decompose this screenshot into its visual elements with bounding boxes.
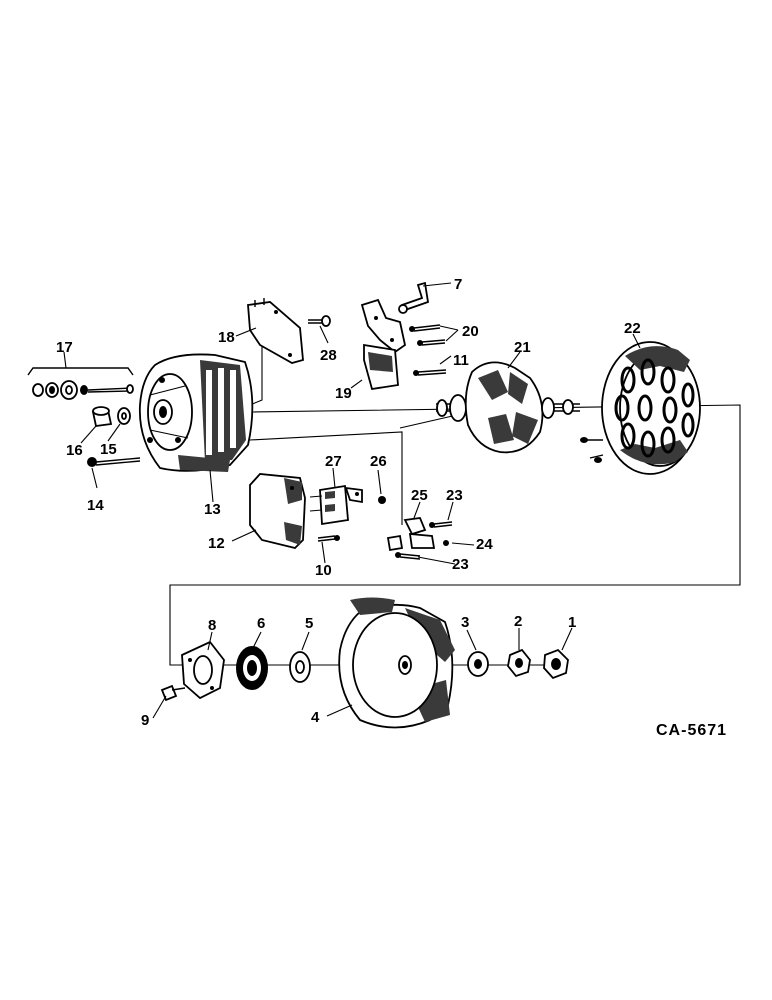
part-20-screws: [409, 324, 446, 346]
part-12-rectifier-housing: [249, 473, 306, 549]
callout-9: 9: [141, 712, 149, 729]
part-26-nut: [378, 496, 386, 504]
part-13-slip-ring-end-frame: [138, 353, 254, 472]
callout-23b: 23: [452, 556, 469, 573]
callout-15: 15: [100, 441, 117, 458]
part-19-regulator-housing: [360, 298, 407, 391]
callout-13: 13: [204, 501, 221, 518]
callout-28: 28: [320, 347, 337, 364]
callout-27: 27: [325, 453, 342, 470]
part-8-retainer-plate: [181, 640, 225, 700]
part-14-through-bolt: [87, 457, 141, 467]
part-10-fastener: [317, 535, 340, 542]
part-2-washer: [507, 648, 531, 678]
callout-12: 12: [208, 535, 225, 552]
callout-21: 21: [514, 339, 531, 356]
callout-3: 3: [461, 614, 469, 631]
callout-24: 24: [476, 536, 493, 553]
callout-19: 19: [335, 385, 352, 402]
part-27-diode-trio: [309, 484, 363, 526]
callout-20: 20: [462, 323, 479, 340]
part-17-terminal-hardware: [27, 367, 134, 400]
part-28-screw: [308, 315, 331, 327]
callout-6: 6: [257, 615, 265, 632]
part-24-nut: [443, 540, 449, 546]
part-7-terminal-clip: [398, 281, 430, 314]
callout-25: 25: [411, 487, 428, 504]
part-18-bracket: [247, 298, 304, 364]
callout-23a: 23: [446, 487, 463, 504]
part-16-capacitor: [91, 406, 113, 428]
callout-labels: 1 2 3 4 5 6 7 8 9 10 11 12 13 14 15 16 1…: [56, 276, 641, 729]
callout-7: 7: [454, 276, 462, 293]
callout-26: 26: [370, 453, 387, 470]
part-15-washer: [117, 407, 131, 425]
callout-16: 16: [66, 442, 83, 459]
part-23-screws: [395, 521, 453, 560]
part-4-drive-end-frame: [338, 597, 455, 729]
part-11-screw: [413, 369, 447, 376]
callout-2: 2: [514, 613, 522, 630]
callout-14: 14: [87, 497, 104, 514]
callout-22: 22: [624, 320, 641, 337]
leader-lines: [63, 282, 641, 719]
part-3-spacer: [467, 651, 489, 677]
callout-11: 11: [453, 352, 469, 369]
drawing-code: CA-5671: [656, 722, 727, 739]
part-22-stator: [580, 341, 701, 475]
callout-17: 17: [56, 339, 73, 356]
part-1-pulley-nut: [543, 648, 569, 680]
callout-10: 10: [315, 562, 332, 579]
part-5-slinger: [289, 651, 311, 683]
callout-5: 5: [305, 615, 313, 632]
callout-8: 8: [208, 617, 216, 634]
callout-18: 18: [218, 329, 235, 346]
callout-1: 1: [568, 614, 576, 631]
part-21-rotor: [436, 361, 580, 454]
part-25-terminal: [386, 517, 436, 552]
part-6-ball-bearing: [236, 646, 268, 690]
callout-4: 4: [311, 709, 320, 726]
